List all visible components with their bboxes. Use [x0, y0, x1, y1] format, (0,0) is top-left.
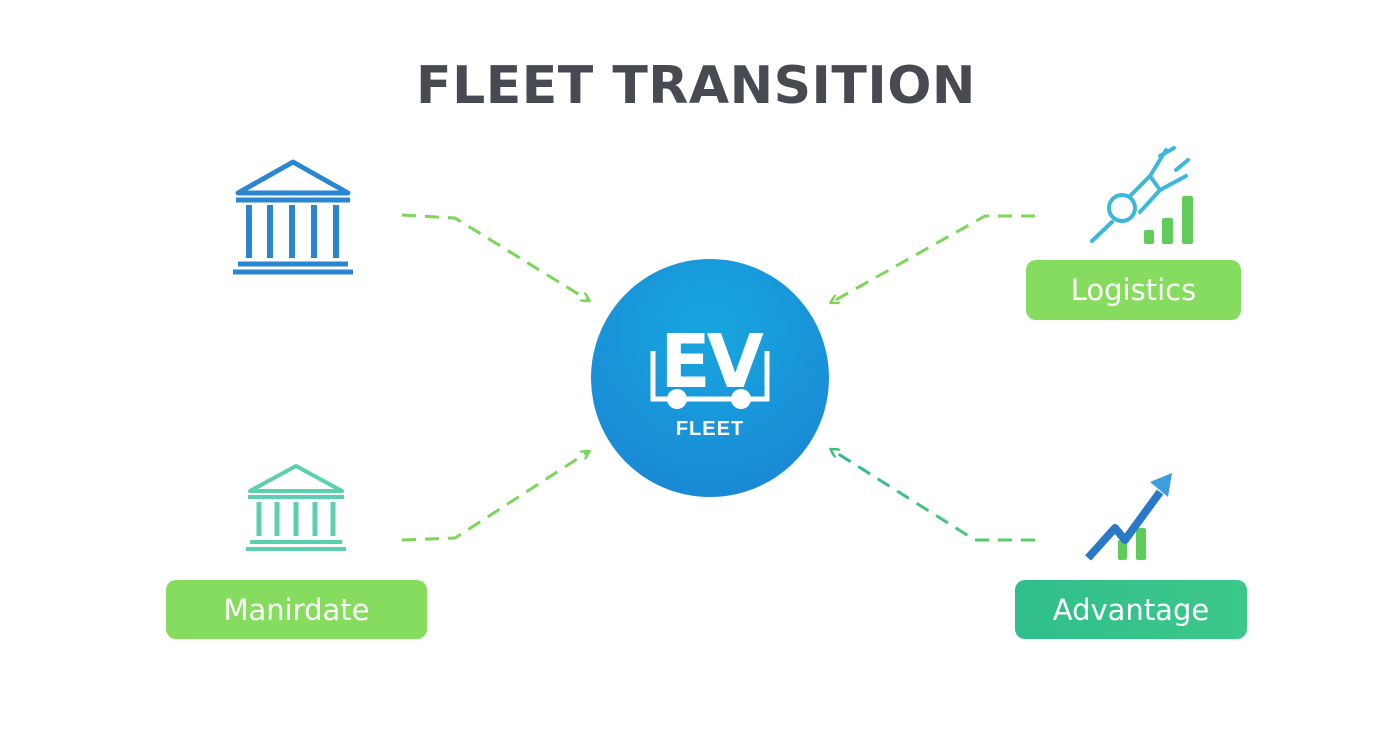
diagram-title: FLEET TRANSITION [416, 56, 976, 116]
growth-chart-icon [1085, 473, 1172, 561]
arrow-bottom-right [832, 450, 1035, 542]
mandate-label: Manirdate [166, 580, 427, 639]
hub-main-text: EV [660, 319, 764, 405]
building-icon [246, 464, 346, 551]
hub-sub-text: FLEET [675, 418, 745, 440]
plug-growth-icon [1090, 146, 1193, 244]
arrow-bottom-left [401, 452, 588, 542]
advantage-label: Advantage [1015, 580, 1247, 639]
truck-icon [650, 351, 770, 409]
arrow-top-left [401, 213, 588, 300]
logistics-label: Logistics [1026, 260, 1241, 320]
ev-fleet-hub: EV FLEET [591, 259, 829, 497]
arrow-top-right [832, 214, 1035, 302]
government-building-icon [233, 159, 353, 275]
